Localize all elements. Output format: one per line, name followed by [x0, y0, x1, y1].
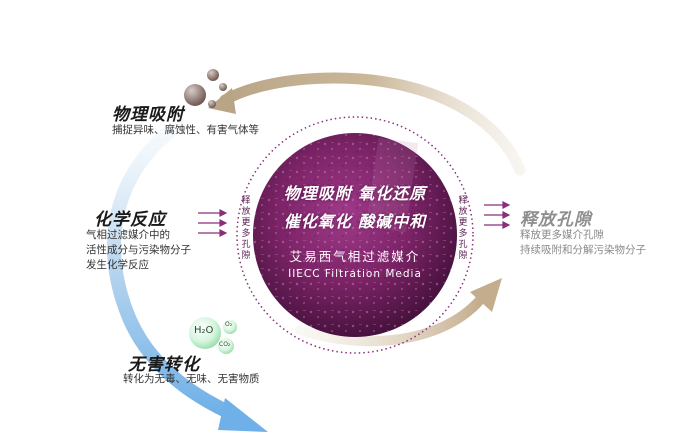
mechanism-line-1: 物理吸附 氧化还原	[283, 184, 427, 203]
mechanism-line-2: 催化氧化 酸碱中和	[283, 212, 427, 231]
release-desc-line-2: 持续吸附和分解污染物分子	[520, 244, 646, 256]
chemical-reaction-desc: 气相过滤媒介中的 活性成分与污染物分子 发生化学反应	[86, 228, 191, 273]
molecule-ball-tiny	[208, 100, 216, 108]
chemical-reaction-title: 化学反应	[94, 210, 166, 230]
release-pores-desc: 释放更多媒介孔隙 持续吸附和分解污染物分子	[520, 228, 646, 258]
top-arrow-arc	[219, 72, 526, 176]
co2-label: CO₂	[219, 341, 231, 348]
dotted-ring	[236, 116, 474, 354]
co2-bubble	[218, 338, 234, 354]
right-ring-label: 释放更多孔隙	[458, 196, 468, 261]
left-ring-label: 释放更多孔隙	[241, 196, 251, 261]
h2o-bubble	[189, 317, 221, 349]
o2-label: O₂	[225, 321, 233, 328]
filtration-sphere-texture	[253, 133, 457, 337]
o2-bubble	[223, 320, 237, 334]
molecule-ball-large	[184, 84, 206, 106]
media-name-en: IIECC Filtration Media	[288, 268, 422, 280]
molecule-ball-small	[219, 83, 227, 91]
chemical-desc-line-1: 气相过滤媒介中的	[86, 229, 170, 241]
h2o-label: H₂O	[194, 325, 214, 336]
bottom-right-arrow-head	[470, 278, 502, 312]
physical-adsorption-title: 物理吸附	[112, 105, 184, 125]
harmless-conversion-title: 无害转化	[128, 355, 200, 375]
right-output-arrows	[484, 201, 511, 229]
harmless-conversion-desc: 转化为无毒、无味、无害物质	[123, 373, 260, 385]
top-arrow-head	[208, 88, 236, 114]
release-pores-title: 释放孔隙	[520, 210, 592, 230]
chemical-desc-line-2: 活性成分与污染物分子	[86, 244, 191, 256]
left-input-arrows	[198, 209, 228, 237]
blue-arrow-head	[218, 398, 268, 432]
release-desc-line-1: 释放更多媒介孔隙	[520, 229, 604, 241]
left-blue-arc	[107, 118, 242, 422]
bottom-right-arrow-arc	[295, 295, 485, 347]
media-name-cn: 艾易西气相过滤媒介	[289, 249, 421, 264]
media-text-block: 物理吸附 氧化还原 催化氧化 酸碱中和 艾易西气相过滤媒介 IIECC Filt…	[265, 180, 445, 280]
physical-adsorption-desc: 捕捉异味、腐蚀性、有害气体等	[112, 124, 259, 136]
sphere-scratch	[365, 137, 419, 233]
molecule-ball-medium	[207, 69, 219, 81]
chemical-desc-line-3: 发生化学反应	[86, 259, 149, 271]
